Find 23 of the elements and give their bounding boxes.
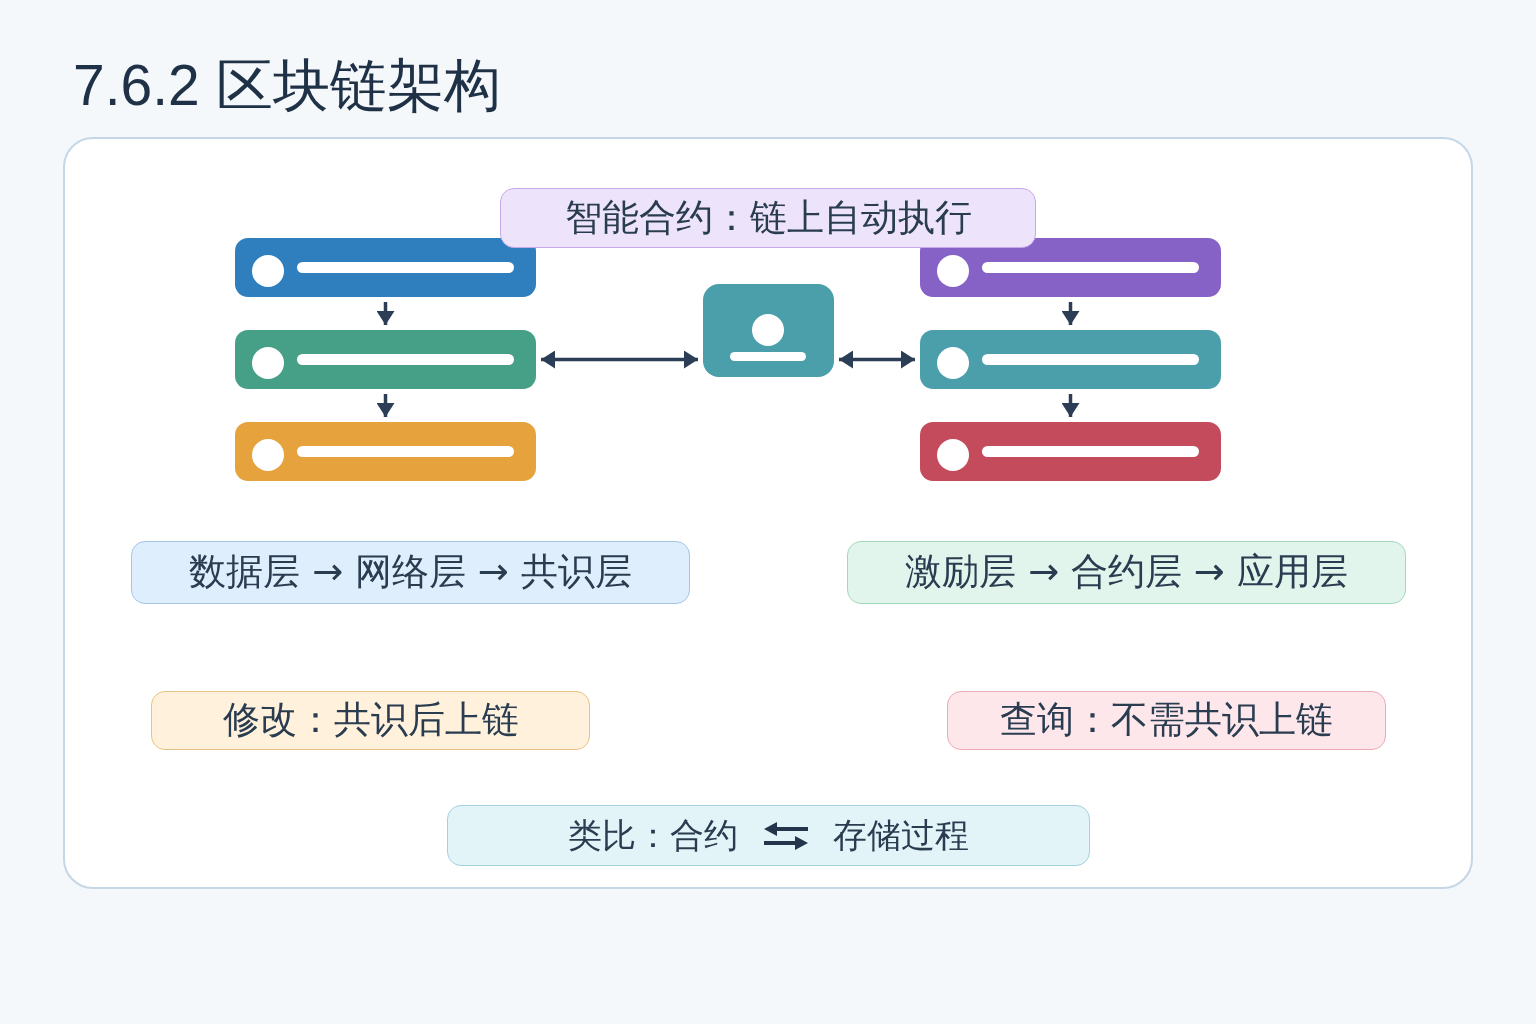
arrow [376,394,395,417]
arrow [1061,302,1080,325]
arrow [839,350,915,369]
page-title: 7.6.2 区块链架构 [73,52,501,119]
diagram-panel [63,137,1473,889]
person-card [703,284,834,377]
card-text: 存储过程 [833,815,969,856]
note-label: 激励层 → 合约层 → 应用层 [847,541,1406,604]
arrow [376,302,395,325]
layer-bar [235,330,536,389]
note-label: 修改：共识后上链 [151,691,590,750]
layer-bar [920,330,1221,389]
note-label: 智能合约：链上自动执行 [500,188,1036,248]
note-label: 数据层 → 网络层 → 共识层 [131,541,690,604]
layer-bar [920,238,1221,297]
layer-bar [235,238,536,297]
arrow [1061,394,1080,417]
card-text: 类比：合约 [568,815,738,856]
note-label: 查询：不需共识上链 [947,691,1386,750]
arrow [541,350,698,369]
layer-bar [920,422,1221,481]
layer-bar [235,422,536,481]
analogy-card [447,805,1090,866]
